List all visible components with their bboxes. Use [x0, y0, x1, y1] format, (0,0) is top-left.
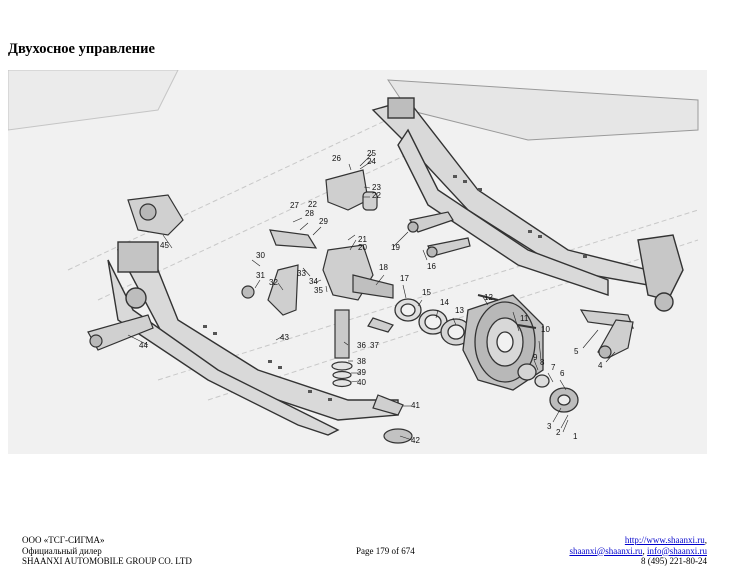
callout-12: 12	[484, 293, 493, 302]
callout-11: 11	[520, 314, 529, 323]
footer-company-block: ООО «ТСГ-СИГМА» Официальный дилер SHAANX…	[22, 535, 192, 567]
callout-14: 14	[440, 298, 449, 307]
footer-manufacturer: SHAANXI AUTOMOBILE GROUP CO. LTD	[22, 556, 192, 566]
email-link-info[interactable]: info@shaanxi.ru	[646, 545, 707, 556]
callout-16: 16	[427, 262, 436, 271]
footer-dealer: Официальный дилер	[22, 545, 102, 556]
callout-9: 9	[533, 353, 538, 362]
callout-21: 21	[358, 235, 367, 244]
callout-40: 40	[357, 378, 366, 387]
callout-20: 20	[358, 243, 367, 252]
callout-39: 39	[357, 368, 366, 377]
callout-23: 23	[372, 183, 381, 192]
callout-44: 44	[139, 341, 148, 350]
page-title: Двухосное управление	[8, 41, 155, 57]
callout-32: 32	[269, 278, 278, 287]
callout-5: 5	[574, 347, 579, 356]
callout-19: 19	[391, 243, 400, 252]
email-separator: ,	[642, 545, 647, 556]
email-link-shaanxi[interactable]: shaanxi@shaanxi.ru	[569, 545, 643, 556]
callout-43: 43	[280, 333, 289, 342]
callout-27: 27	[290, 201, 299, 210]
callout-4: 4	[598, 361, 603, 370]
callout-41: 41	[411, 401, 420, 410]
callout-7: 7	[551, 363, 556, 372]
callout-25: 25	[367, 149, 376, 158]
callout-8: 8	[540, 358, 545, 367]
callout-42: 42	[411, 436, 420, 445]
callout-30: 30	[256, 251, 265, 260]
callout-24: 24	[367, 157, 376, 166]
callout-1: 1	[573, 432, 578, 441]
page-number: Page 179 of 674	[356, 546, 415, 556]
callout-31: 31	[256, 271, 265, 280]
callout-3: 3	[547, 422, 552, 431]
callout-17: 17	[400, 274, 409, 283]
callout-10: 10	[541, 325, 550, 334]
callout-6: 6	[560, 369, 565, 378]
callout-22a: 22	[372, 191, 381, 200]
callout-36: 36	[357, 341, 366, 350]
callout-26: 26	[332, 154, 341, 163]
callout-35: 35	[314, 286, 323, 295]
callout-13: 13	[455, 306, 464, 315]
callout-15: 15	[422, 288, 431, 297]
callout-2: 2	[556, 428, 561, 437]
callout-37: 37	[370, 341, 379, 350]
callout-45: 45	[160, 241, 169, 250]
footer-contacts-block: http://www.shaanxi.ru, shaanxi@shaanxi.r…	[569, 535, 707, 567]
callout-28: 28	[305, 209, 314, 218]
callout-18: 18	[379, 263, 388, 272]
website-suffix: ,	[704, 535, 707, 545]
callout-38: 38	[357, 357, 366, 366]
exploded-view-diagram: 1 2 3 4 5 6 7 8 9 10 11 12 13 14 15 16 1…	[8, 70, 707, 454]
website-link[interactable]: http://www.shaanxi.ru	[624, 535, 705, 545]
callout-33: 33	[297, 269, 306, 278]
callout-22b: 22	[308, 200, 317, 209]
footer-phone: 8 (495) 221-80-24	[641, 556, 707, 566]
callout-29: 29	[319, 217, 328, 226]
footer-company: ООО «ТСГ-СИГМА»	[22, 535, 105, 545]
callout-34: 34	[309, 277, 318, 286]
